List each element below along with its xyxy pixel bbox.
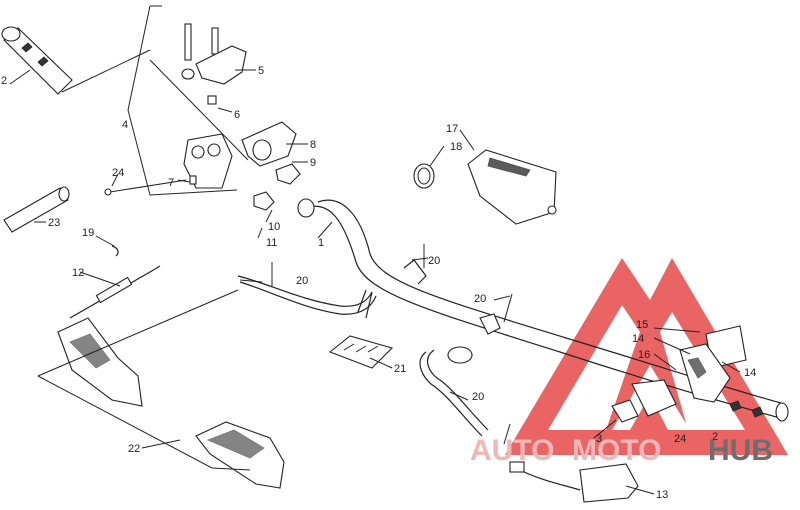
callout-12: 12 [72,267,84,279]
callout-9: 9 [310,157,316,169]
callout-20b: 20 [428,255,440,267]
callout-2a: 2 [1,75,7,87]
cable-12 [69,245,161,319]
group-diagonal [149,59,249,161]
callout-11: 11 [266,237,277,249]
grip-left [1,26,73,95]
callout-5: 5 [258,65,264,77]
group-boundary-4 [127,5,238,196]
callout-13: 13 [656,489,668,501]
callout-24b: 24 [674,433,686,445]
callout-10: 10 [268,221,280,233]
callout-2b: 2 [712,431,718,443]
callout-16: 16 [638,349,650,361]
callout-17: 17 [446,123,458,135]
leader-lines [9,69,741,495]
callout-19: 19 [82,227,94,239]
switch-housing [611,325,747,423]
tube-23 [3,186,70,233]
leader-2a [61,49,151,93]
handguard-left [57,317,143,407]
harness-13 [509,461,639,503]
callout-labels: 1 2 2 3 4 5 6 7 8 9 10 11 12 13 14 14 15… [1,65,756,501]
handguard-bars [237,244,513,445]
callout-20c: 20 [474,293,486,305]
callout-14b: 14 [744,367,756,379]
hardware-kit-21 [328,335,394,369]
callout-20a: 20 [296,275,308,287]
watermark-auto: AUTO [470,434,554,467]
callout-4: 4 [122,119,128,131]
watermark-hub: HUB [708,434,773,467]
callout-7: 7 [168,177,174,189]
callout-22: 22 [128,443,140,455]
callout-15: 15 [636,319,648,331]
callout-24a: 24 [112,167,124,179]
throttle-block [104,23,301,211]
callout-23: 23 [48,217,60,229]
callout-6: 6 [234,109,240,121]
callout-8: 8 [310,139,316,151]
callout-18: 18 [450,141,462,153]
handguard-right [195,421,285,489]
watermark-moto: MOTO [572,434,661,467]
group-boundary-22 [37,375,251,471]
watermark-text: AUTO MOTO HUB [470,434,773,467]
callout-3: 3 [596,433,602,445]
clamp-18 [413,163,435,189]
callout-21: 21 [394,363,406,375]
callout-20d: 20 [472,391,484,403]
callout-1: 1 [318,237,324,249]
group-boundary-22-top [37,289,239,377]
callout-14a: 14 [632,333,644,345]
hand-cover-17 [467,149,557,225]
